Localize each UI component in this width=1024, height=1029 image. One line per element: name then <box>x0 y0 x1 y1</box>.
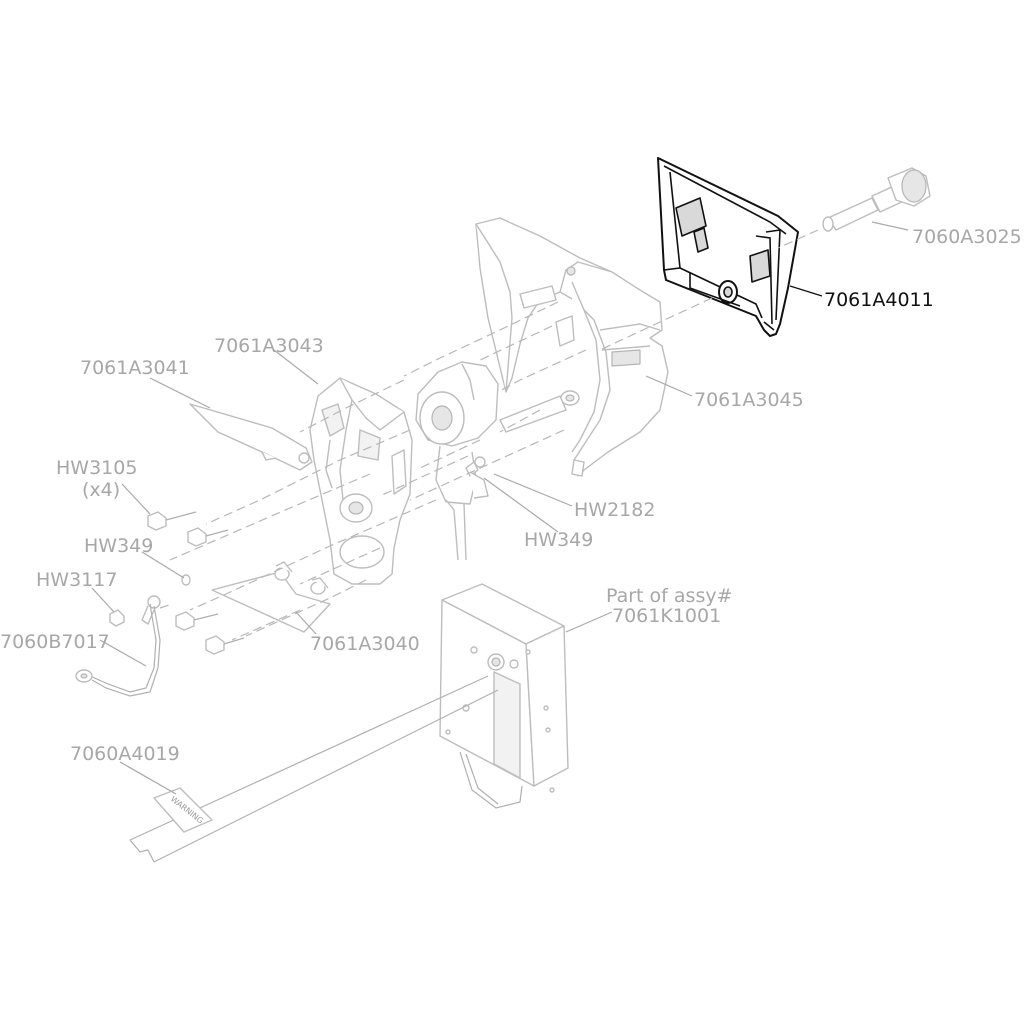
assembly-dashed-lines <box>159 229 819 641</box>
part-labels: 7060A3025 7061A4011 7061A3043 7061A3041 … <box>0 226 1022 765</box>
bolt-hw3105-b <box>187 527 229 547</box>
label-7060A4019: 7060A4019 <box>70 743 180 765</box>
label-hw2182: HW2182 <box>574 499 655 521</box>
label-hw349-right: HW349 <box>524 529 593 551</box>
label-7060B7017: 7060B7017 <box>0 631 110 653</box>
label-7061A3041: 7061A3041 <box>80 357 190 379</box>
label-7061A3045: 7061A3045 <box>694 389 804 411</box>
label-7060A3025: 7060A3025 <box>912 226 1022 248</box>
label-7061A4011: 7061A4011 <box>824 289 934 311</box>
label-assy-line2: 7061K1001 <box>612 605 721 627</box>
washer-hw349-left <box>181 574 191 586</box>
label-7061A3040: 7061A3040 <box>310 633 420 655</box>
label-7061A3043: 7061A3043 <box>214 335 324 357</box>
control-box-7061K1001 <box>439 583 569 809</box>
part-7061A3041-plate <box>189 403 313 471</box>
screw-hw3117 <box>109 609 125 627</box>
label-hw3117: HW3117 <box>36 569 117 591</box>
part-7061A3043-bracket <box>309 377 413 585</box>
hardware-bolts <box>109 511 245 655</box>
label-assy-line1: Part of assy# <box>606 585 733 607</box>
part-7061A3040-plate <box>211 561 331 633</box>
label-hw349-left: HW349 <box>84 535 153 557</box>
label-hw3105: HW3105 <box>56 457 137 479</box>
part-clamp-coupling <box>415 361 499 561</box>
bolt-hw3105-c <box>175 611 219 631</box>
part-7061A3045-housing <box>475 217 669 477</box>
bolt-hw3105-d <box>205 635 245 655</box>
part-7061A4011-cover <box>657 157 799 337</box>
part-7060A3025-knob <box>822 167 931 232</box>
hardware-hw2182-hw349 <box>465 456 489 499</box>
part-7060A4019-cable: WARNING <box>129 675 499 863</box>
leader-lines <box>91 221 909 795</box>
part-7060B7017-ground-wire <box>75 603 161 697</box>
bolt-hw3105-a <box>147 511 197 531</box>
label-hw3105-qty: (x4) <box>82 479 120 501</box>
